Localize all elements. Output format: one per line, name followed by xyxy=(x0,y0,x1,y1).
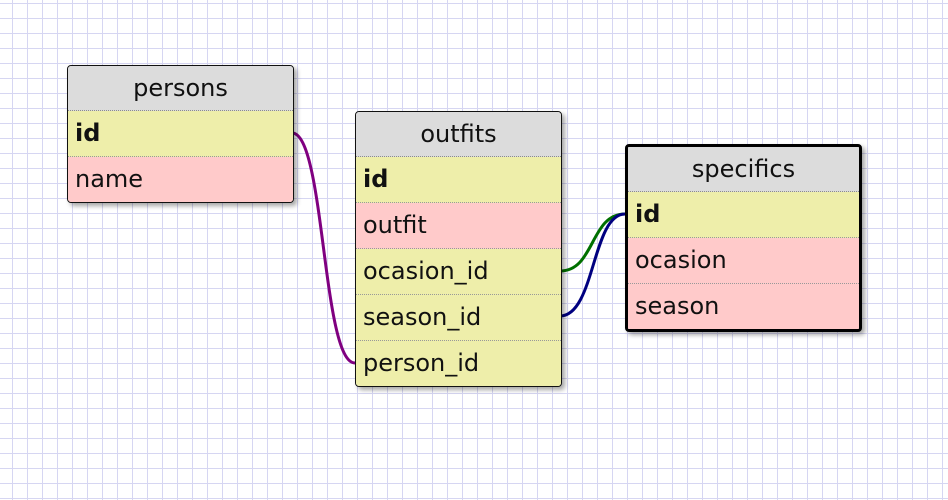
field-row-id[interactable]: id xyxy=(356,157,561,203)
field-row-id[interactable]: id xyxy=(628,192,859,238)
field-row-name[interactable]: name xyxy=(68,157,293,202)
field-row-season-id[interactable]: season_id xyxy=(356,295,561,341)
relation-persons-outfits xyxy=(291,131,356,365)
field-row-ocasion-id[interactable]: ocasion_id xyxy=(356,249,561,295)
field-row-id[interactable]: id xyxy=(68,111,293,157)
relation-specifics-ocasion xyxy=(559,212,626,273)
table-title[interactable]: specifics xyxy=(628,147,859,192)
field-row-ocasion[interactable]: ocasion xyxy=(628,238,859,284)
table-persons[interactable]: persons id name xyxy=(67,65,294,203)
field-row-outfit[interactable]: outfit xyxy=(356,203,561,249)
field-row-person-id[interactable]: person_id xyxy=(356,341,561,386)
table-title[interactable]: outfits xyxy=(356,112,561,157)
relation-specifics-season xyxy=(559,212,626,318)
table-outfits[interactable]: outfits id outfit ocasion_id season_id p… xyxy=(355,111,562,387)
field-row-season[interactable]: season xyxy=(628,284,859,329)
table-specifics[interactable]: specifics id ocasion season xyxy=(625,144,862,332)
table-title[interactable]: persons xyxy=(68,66,293,111)
